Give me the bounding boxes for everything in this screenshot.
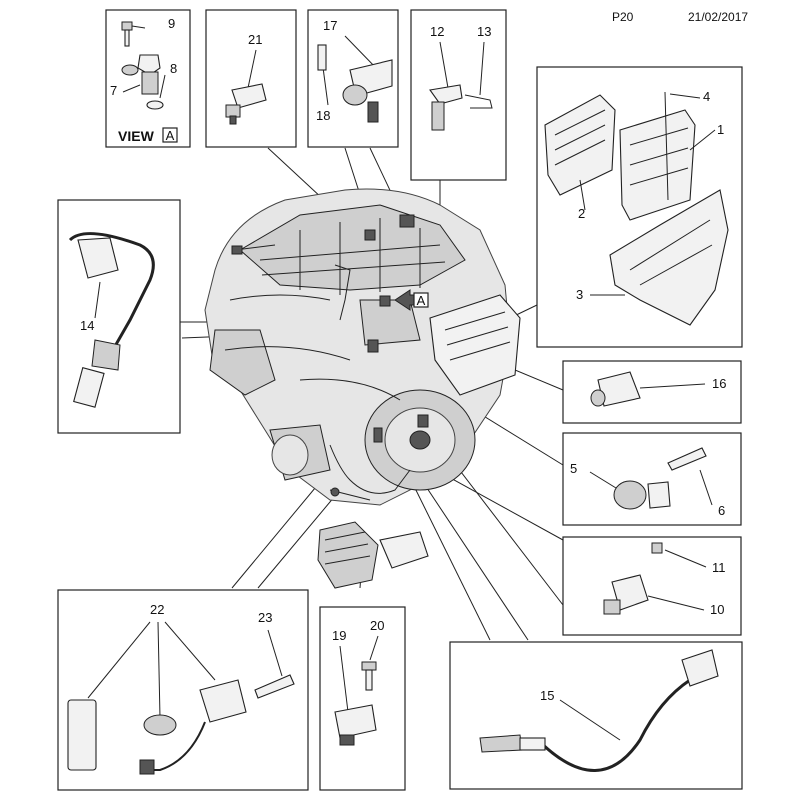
callout-23: 23 (258, 610, 272, 625)
box-10-11: 11 10 (562, 536, 742, 636)
callout-4: 4 (703, 89, 710, 104)
callout-11: 11 (712, 560, 726, 575)
view-letter: A (166, 128, 175, 143)
callout-22: 22 (150, 602, 164, 617)
callout-12: 12 (430, 24, 444, 39)
callout-5: 5 (570, 461, 577, 476)
arrow-a-letter: A (417, 293, 426, 308)
callout-8: 8 (170, 61, 177, 76)
callout-6: 6 (718, 503, 725, 518)
callout-2: 2 (578, 206, 585, 221)
callout-7: 7 (110, 83, 117, 98)
box-15: 15 (449, 641, 743, 790)
page-date: 21/02/2017 (688, 10, 749, 24)
callout-20: 20 (370, 618, 384, 633)
view-label: VIEW (118, 128, 155, 144)
callout-14: 14 (80, 318, 94, 333)
callout-18: 18 (316, 108, 330, 123)
callout-19: 19 (332, 628, 346, 643)
callout-10: 10 (710, 602, 724, 617)
callout-13: 13 (477, 24, 491, 39)
callout-9: 9 (168, 16, 175, 31)
box-12-13: 12 13 (410, 9, 507, 181)
page-code: P20 (612, 10, 634, 24)
box-14: 14 (57, 199, 181, 434)
box-21: 21 (205, 9, 297, 148)
throttle-module (317, 521, 429, 589)
callout-15: 15 (540, 688, 554, 703)
box-5-6: 5 6 (562, 432, 742, 526)
callout-1: 1 (717, 122, 724, 137)
box-22-23: 22 23 (57, 589, 309, 791)
callout-21: 21 (248, 32, 262, 47)
box-16: 16 (562, 360, 742, 424)
view-a-box: 9 8 7 VIEW A (105, 9, 191, 148)
box-19-20: 19 20 (319, 606, 406, 791)
engine-assembly: A (204, 188, 521, 506)
callout-16: 16 (712, 376, 726, 391)
callout-3: 3 (576, 287, 583, 302)
box-17-18: 17 18 (307, 9, 399, 148)
box-ecu: 4 1 2 3 (536, 66, 743, 348)
callout-17: 17 (323, 18, 337, 33)
